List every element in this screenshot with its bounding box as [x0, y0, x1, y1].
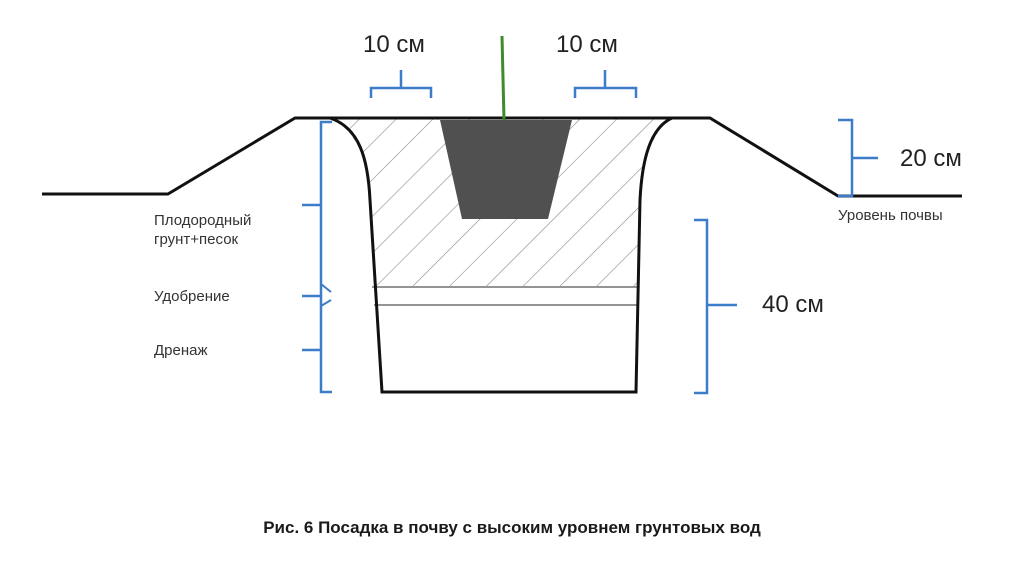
- mound-height-label: 20 см: [900, 145, 962, 172]
- pit-depth-bracket: [694, 218, 737, 395]
- plant-stem: [500, 35, 506, 121]
- soil-level-label: Уровень почвы: [838, 207, 943, 224]
- mound-height-bracket: [838, 118, 878, 198]
- layer-bracket-tick: [320, 283, 332, 307]
- pit-depth-label: 40 см: [762, 291, 824, 318]
- root-ball: [440, 120, 572, 219]
- right-width-label: 10 см: [556, 31, 618, 58]
- drainage-label: Дренаж: [154, 342, 208, 359]
- planting-pit-outline: [329, 116, 673, 394]
- figure-caption: Рис. 6 Посадка в почву с высоким уровнем…: [263, 518, 761, 537]
- left-width-bracket: [369, 70, 433, 98]
- right-width-bracket: [573, 70, 638, 98]
- fertile-soil-label: Плодородный грунт+песок: [154, 212, 252, 248]
- layer-bracket: [302, 120, 332, 394]
- fertilizer-label: Удобрение: [154, 288, 230, 305]
- left-width-label: 10 см: [363, 31, 425, 58]
